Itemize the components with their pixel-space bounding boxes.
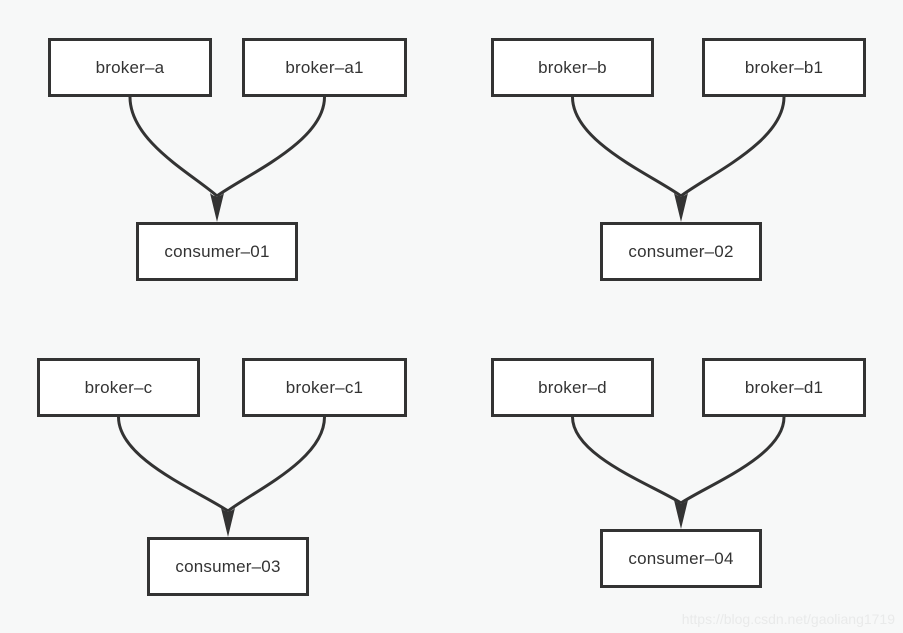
node-broker-a[interactable]: broker–a xyxy=(48,38,212,97)
node-label: broker–d1 xyxy=(744,377,824,397)
node-consumer-02[interactable]: consumer–02 xyxy=(600,222,762,281)
node-label: broker–a xyxy=(95,57,165,77)
node-label: broker–a1 xyxy=(285,57,364,77)
node-label: broker–d xyxy=(538,377,607,397)
node-label: consumer–01 xyxy=(164,241,270,261)
node-consumer-01[interactable]: consumer–01 xyxy=(136,222,298,281)
arrowhead-filled-triangle xyxy=(210,193,224,222)
node-broker-b1[interactable]: broker–b1 xyxy=(702,38,866,97)
node-label: broker–b xyxy=(538,57,607,77)
edge-path xyxy=(571,96,682,198)
edge-path xyxy=(227,416,326,513)
node-broker-c1[interactable]: broker–c1 xyxy=(242,358,407,417)
watermark-text: https://blog.csdn.net/gaoliang1719 xyxy=(681,611,895,627)
edge-path xyxy=(571,416,682,505)
node-broker-d[interactable]: broker–d xyxy=(491,358,654,417)
node-label: consumer–02 xyxy=(628,241,734,261)
edge-path xyxy=(680,96,786,198)
edge-path xyxy=(680,416,786,505)
node-label: broker–c1 xyxy=(285,377,364,397)
node-label: consumer–03 xyxy=(175,556,281,576)
edge-path xyxy=(117,416,229,513)
node-label: broker–c xyxy=(84,377,153,397)
node-label: broker–b1 xyxy=(744,57,824,77)
node-broker-a1[interactable]: broker–a1 xyxy=(242,38,407,97)
arrowhead-filled-triangle xyxy=(674,500,688,529)
arrowhead-filled-triangle xyxy=(674,193,688,222)
arrowhead-filled-triangle xyxy=(221,508,235,537)
node-consumer-04[interactable]: consumer–04 xyxy=(600,529,762,588)
node-label: consumer–04 xyxy=(628,548,734,568)
node-broker-c[interactable]: broker–c xyxy=(37,358,200,417)
edge-path xyxy=(216,96,326,198)
node-broker-d1[interactable]: broker–d1 xyxy=(702,358,866,417)
node-broker-b[interactable]: broker–b xyxy=(491,38,654,97)
edge-path xyxy=(128,96,218,198)
node-consumer-03[interactable]: consumer–03 xyxy=(147,537,309,596)
